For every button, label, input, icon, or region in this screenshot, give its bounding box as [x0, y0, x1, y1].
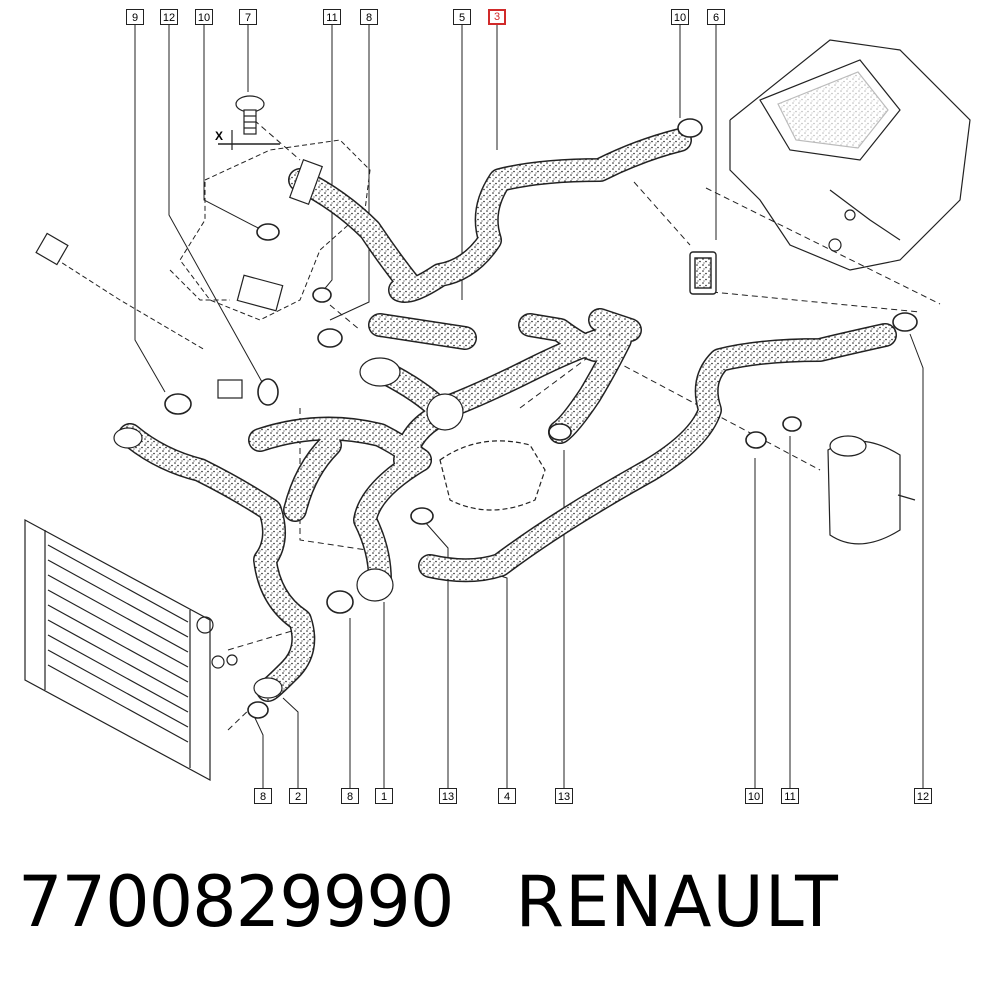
callout-bottom-11: 11 [781, 788, 799, 804]
callout-bottom-12: 12 [914, 788, 932, 804]
callout-top-7: 7 [239, 9, 257, 25]
expansion-tank [827, 435, 916, 545]
callout-bottom-2: 2 [289, 788, 307, 804]
junction-pieces [35, 159, 324, 399]
clamps [164, 118, 918, 719]
callout-bottom-13: 13 [439, 788, 457, 804]
leader-lines [134, 24, 924, 788]
x-marker: X [215, 129, 223, 143]
callout-top-11: 11 [323, 9, 341, 25]
engine-outline [41, 139, 371, 351]
radiator [24, 518, 238, 782]
bleed-screw [218, 95, 280, 150]
callout-bottom-1: 1 [375, 788, 393, 804]
callout-bottom-4: 4 [498, 788, 516, 804]
callout-top-9: 9 [126, 9, 144, 25]
callout-top-3-highlighted: 3 [488, 9, 506, 25]
callout-bottom-13b: 13 [555, 788, 573, 804]
part-number: 7700829990 [18, 861, 454, 943]
callout-top-10b: 10 [671, 9, 689, 25]
callout-bottom-8b: 8 [341, 788, 359, 804]
heater-box [729, 39, 971, 271]
cooling-hose-diagram: X [24, 24, 971, 788]
caption: 7700829990 RENAULT [18, 862, 839, 942]
thermo-switch [689, 251, 717, 295]
thermostat-housing [439, 440, 546, 511]
callout-top-5: 5 [453, 9, 471, 25]
hose-collars [113, 357, 464, 699]
callout-top-10: 10 [195, 9, 213, 25]
callout-top-6: 6 [707, 9, 725, 25]
callout-bottom-8: 8 [254, 788, 272, 804]
callout-top-8: 8 [360, 9, 378, 25]
brand-name: RENAULT [515, 861, 839, 943]
callout-top-12: 12 [160, 9, 178, 25]
callout-bottom-10: 10 [745, 788, 763, 804]
